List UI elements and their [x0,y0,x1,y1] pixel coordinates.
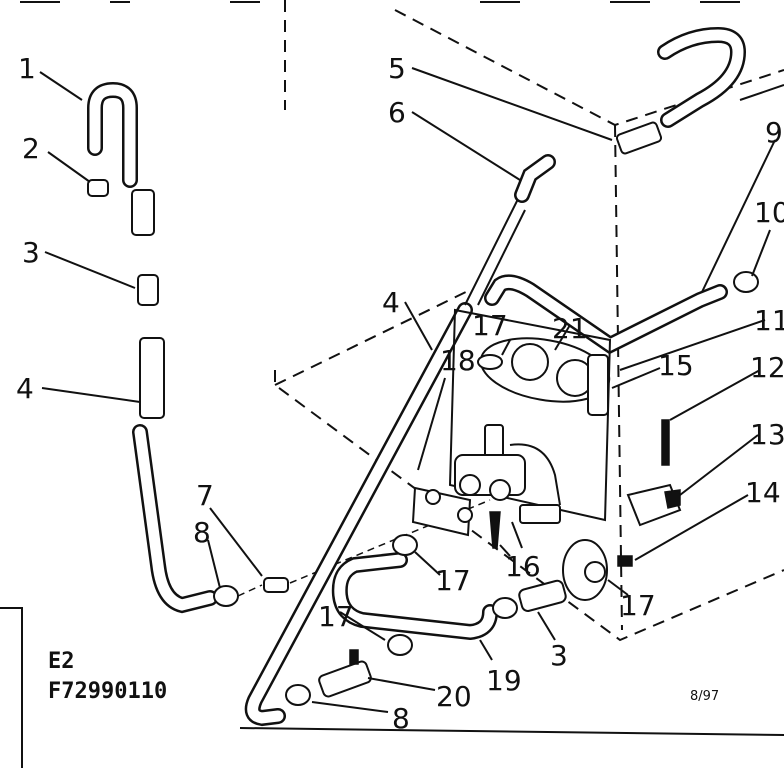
connector-part-7 [263,577,289,593]
callout-11: 11 [754,304,784,337]
tube-segment [131,189,155,236]
clamp-part-10 [733,271,759,293]
callout-5: 5 [388,52,406,85]
hose-part-4-right [244,302,473,727]
clamp-part-2 [87,179,109,197]
clamp-part-8-left [213,585,239,607]
hose-top-right [657,26,784,128]
callout-3: 3 [22,236,40,269]
bottom-rule [239,727,784,736]
callout-10: 10 [754,196,784,229]
rod-part-12 [661,419,670,466]
clamp-part-8-bottom [285,684,311,706]
washer-part-14 [617,555,633,567]
part-number: F72990110 [48,679,167,704]
callout-17-right: 17 [620,589,656,622]
fitting-part-20 [318,649,372,698]
callout-2: 2 [22,132,40,165]
bracket-part-13 [626,483,682,527]
grommet-part-17-top [477,354,503,370]
valve-plate [562,539,608,601]
screw-part-16 [489,511,501,549]
callout-9: 9 [765,116,783,149]
pump-assembly [454,424,561,524]
sleeve-part-11 [587,354,609,416]
callout-15: 15 [658,349,694,382]
callout-18: 18 [440,344,476,377]
callout-21: 21 [552,312,588,345]
callout-17-mid: 17 [435,564,471,597]
callout-13: 13 [750,418,784,451]
revision-date: 8/97 [690,689,719,704]
callout-17-top: 17 [472,309,508,342]
callout-17-left: 17 [318,600,354,633]
connector-part-3-right [518,579,567,612]
grommet-part-17-a [392,534,418,556]
diagram-code: E2 [48,649,75,674]
tube-part-5 [615,121,663,155]
hose-part-19 [331,552,498,641]
callout-labels: 1 2 3 4 5 6 7 8 4 9 10 11 12 13 14 15 16… [16,52,784,735]
callout-20: 20 [436,680,472,713]
hose-j-part-1 [87,81,138,188]
hose-part-9 [484,274,728,355]
callout-6: 6 [388,96,406,129]
pump-panel [448,308,612,522]
elbow-part-6 [514,154,556,203]
leader-lines [39,67,776,713]
callout-19: 19 [486,664,522,697]
callout-3-right: 3 [550,639,568,672]
callout-7: 7 [196,479,214,512]
hose-part-4-left [132,337,218,614]
grommet-part-17-b [492,597,518,619]
callout-1: 1 [18,52,36,85]
callout-8-bottom: 8 [392,702,410,735]
callout-8: 8 [193,516,211,549]
callout-14: 14 [745,476,781,509]
bracket-part-18 [411,486,473,537]
callout-4-right: 4 [382,286,400,319]
frame-bracket [0,607,23,768]
callout-4: 4 [16,372,34,405]
callout-12: 12 [750,351,784,384]
connector-part-3 [137,274,159,306]
callout-16: 16 [505,550,541,583]
grommet-part-17-c [387,634,413,656]
